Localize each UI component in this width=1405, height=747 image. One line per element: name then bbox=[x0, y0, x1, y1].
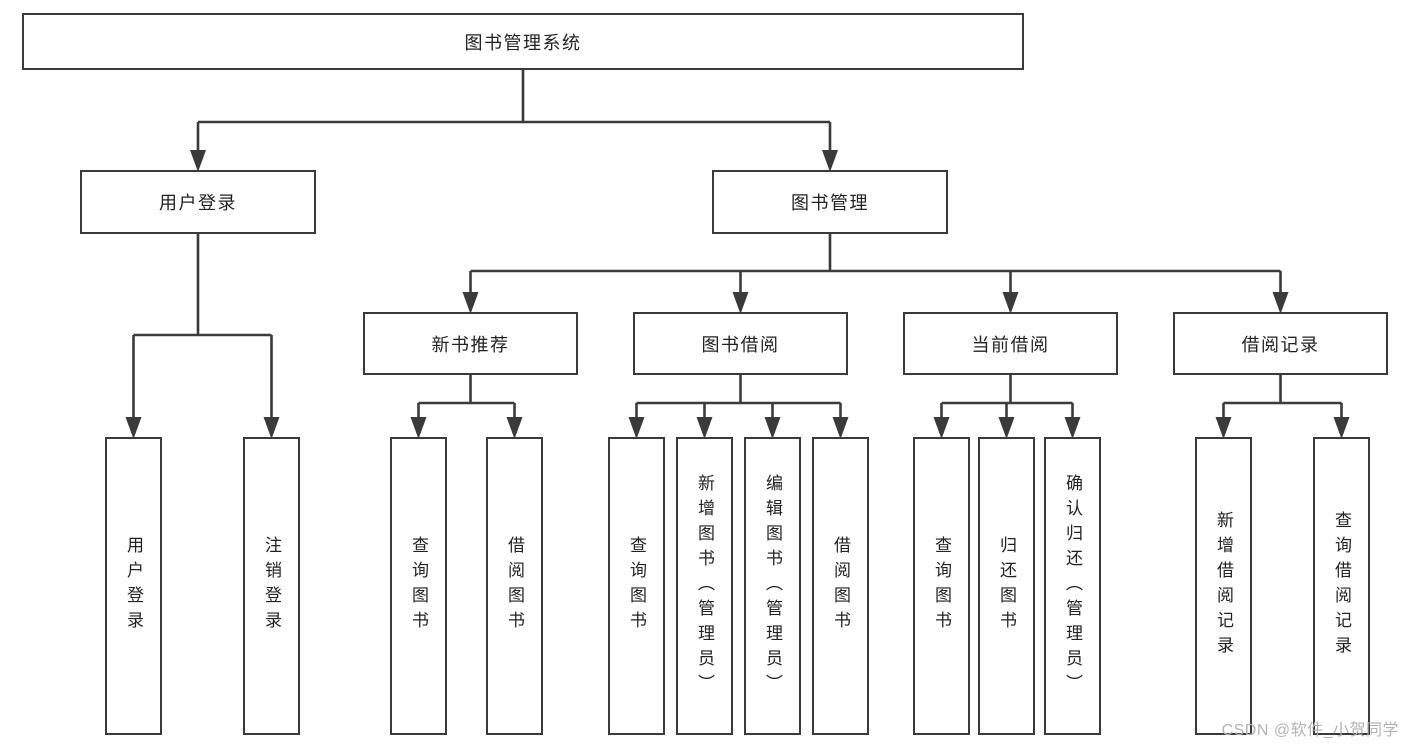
node-rec-borrow-book: 借阅图书 bbox=[486, 437, 543, 735]
arrowhead-down-icon bbox=[1333, 417, 1350, 439]
arrowhead-down-icon bbox=[1215, 417, 1232, 439]
arrowhead-down-icon bbox=[732, 292, 749, 314]
arrowhead-down-icon bbox=[125, 417, 142, 439]
arrowhead-down-icon bbox=[462, 292, 479, 314]
node-rec-query-book: 查询图书 bbox=[390, 437, 447, 735]
arrowhead-down-icon bbox=[263, 417, 280, 439]
arrowhead-down-icon bbox=[832, 417, 849, 439]
node-cb-return-book: 归还图书 bbox=[978, 437, 1035, 735]
node-root: 图书管理系统 bbox=[22, 13, 1024, 70]
arrowhead-down-icon bbox=[998, 417, 1015, 439]
node-bb-borrow-book: 借阅图书 bbox=[812, 437, 869, 735]
arrowhead-down-icon bbox=[933, 417, 950, 439]
arrowhead-down-icon bbox=[1002, 292, 1019, 314]
node-bb-add-book: 新增图书（管理员） bbox=[676, 437, 733, 735]
watermark-text: CSDN @软件_小贺同学 bbox=[1221, 722, 1399, 739]
arrowhead-down-icon bbox=[696, 417, 713, 439]
node-bb-query-book: 查询图书 bbox=[608, 437, 665, 735]
arrowhead-down-icon bbox=[1272, 292, 1289, 314]
arrowhead-down-icon bbox=[764, 417, 781, 439]
node-bb-edit-book: 编辑图书（管理员） bbox=[744, 437, 801, 735]
arrowhead-down-icon bbox=[410, 417, 427, 439]
arrowhead-down-icon bbox=[1064, 417, 1081, 439]
node-user-login: 用户登录 bbox=[80, 170, 316, 234]
node-borrow-records: 借阅记录 bbox=[1173, 312, 1388, 375]
node-logout: 注销登录 bbox=[243, 437, 300, 735]
node-login: 用户登录 bbox=[105, 437, 162, 735]
arrowhead-down-icon bbox=[628, 417, 645, 439]
arrowhead-down-icon bbox=[190, 150, 206, 172]
node-current-borrow: 当前借阅 bbox=[903, 312, 1118, 375]
arrowhead-down-icon bbox=[506, 417, 523, 439]
node-cb-confirm-return: 确认归还（管理员） bbox=[1044, 437, 1101, 735]
node-new-book-rec: 新书推荐 bbox=[363, 312, 578, 375]
node-book-mgmt: 图书管理 bbox=[712, 170, 948, 234]
node-book-borrow: 图书借阅 bbox=[633, 312, 848, 375]
arrowhead-down-icon bbox=[822, 150, 838, 172]
node-cb-query-book: 查询图书 bbox=[913, 437, 970, 735]
node-br-add-record: 新增借阅记录 bbox=[1195, 437, 1252, 735]
node-br-query-record: 查询借阅记录 bbox=[1313, 437, 1370, 735]
